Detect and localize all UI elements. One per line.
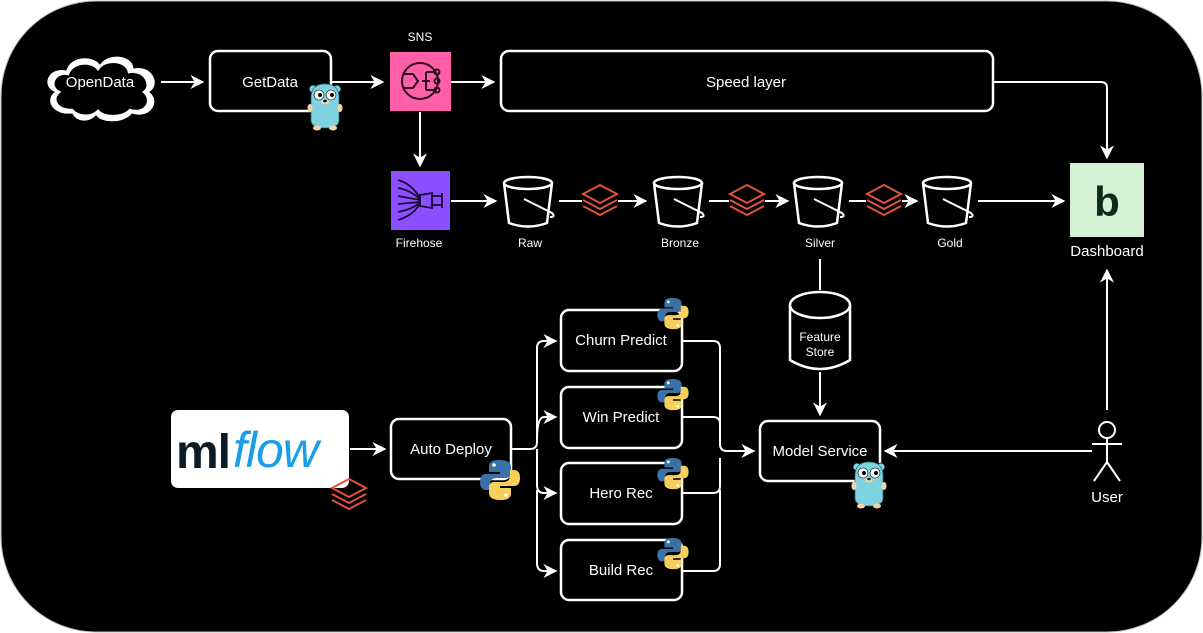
dashboard-logo-icon [1070,163,1144,237]
mlflow-logo-flow: flow [233,422,322,478]
gold-label: Gold [937,236,962,250]
win-predict-label: Win Predict [583,409,661,426]
cylinder-icon [788,290,852,371]
silver-bucket: Silver [792,175,845,250]
getdata-node: GetData [208,49,343,131]
raw-bucket: Raw [502,175,555,250]
firehose-node: Firehose [391,171,450,250]
mlflow-logo-ml: ml [176,426,230,479]
dashboard-node: b Dashboard [1070,163,1144,260]
opendata-node: OpenData [46,55,156,123]
dashboard-label: Dashboard [1070,243,1143,260]
hero-rec-label: Hero Rec [589,485,653,502]
build-rec-label: Build Rec [589,562,654,579]
opendata-label: OpenData [66,74,135,91]
feature-store-node: Feature Store [788,290,852,371]
firehose-label: Firehose [396,236,443,250]
feature-store-label-2: Store [806,345,835,359]
speed-layer-node: Speed layer [499,49,995,113]
auto-deploy-node: Auto Deploy [389,417,520,500]
model-service-label: Model Service [772,443,867,460]
hero-rec-node: Hero Rec [559,457,689,526]
model-service-node: Model Service [758,419,887,509]
mlflow-logo [171,410,349,488]
churn-predict-label: Churn Predict [575,332,668,349]
bronze-bucket: Bronze [652,175,705,250]
gold-bucket: Gold [921,175,974,250]
churn-predict-node: Churn Predict [559,297,689,373]
speed-layer-label: Speed layer [706,74,786,91]
feature-store-label-1: Feature [799,330,841,344]
user-node: User [1091,421,1123,506]
sns-node: SNS [390,30,451,111]
raw-label: Raw [518,236,542,250]
gopher-icon [307,83,343,131]
user-label: User [1091,489,1123,506]
sns-label: SNS [408,30,433,44]
silver-label: Silver [805,236,835,250]
sns-icon [390,52,451,111]
dashboard-logo-letter: b [1094,178,1120,225]
gopher-icon [851,461,887,509]
bronze-label: Bronze [661,236,699,250]
stick-figure-icon [1092,421,1122,482]
auto-deploy-label: Auto Deploy [410,441,492,458]
connectors [161,75,1114,578]
mlflow-node: ml flow [171,410,367,510]
getdata-label: GetData [242,74,299,91]
win-predict-node: Win Predict [559,378,689,450]
build-rec-node: Build Rec [559,537,689,602]
